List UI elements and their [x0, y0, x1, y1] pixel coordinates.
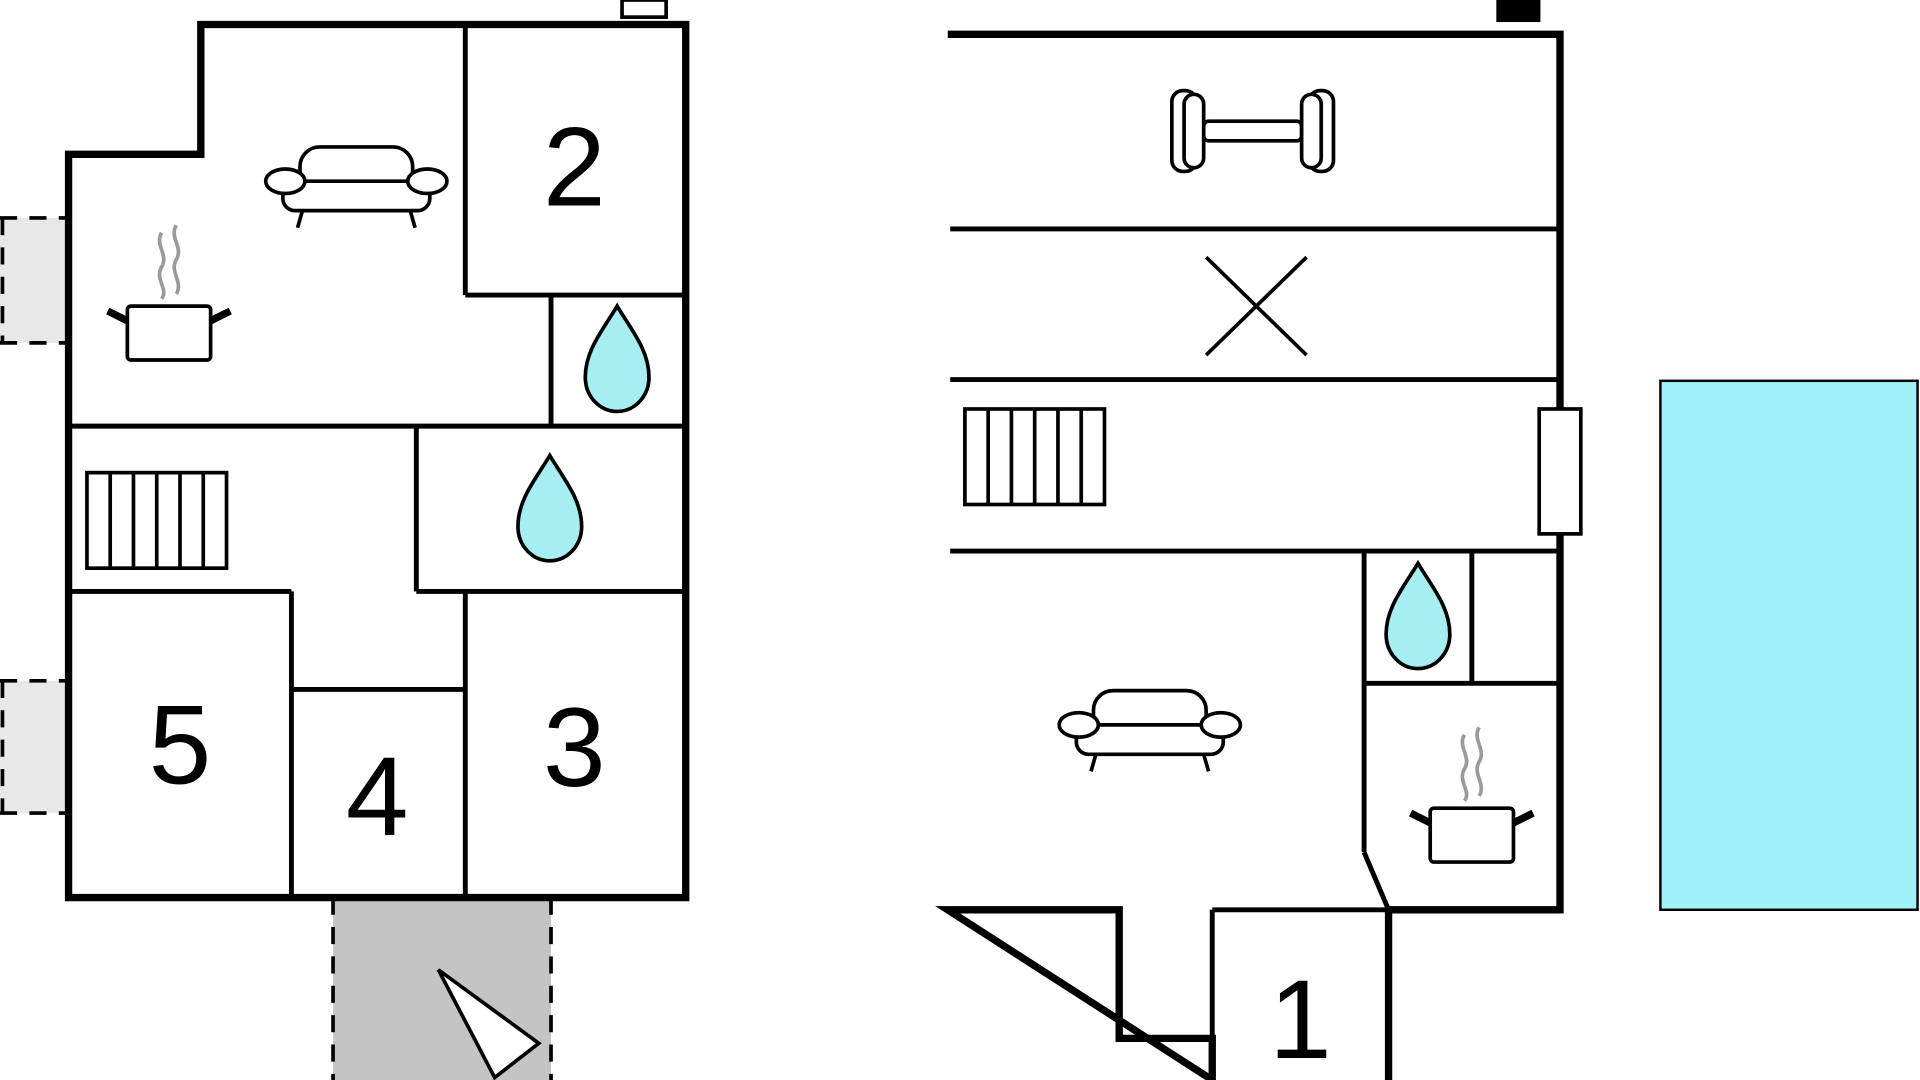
entrance-arrow-icon	[436, 968, 542, 1080]
room-number-3: 3	[543, 684, 606, 810]
chimney	[1496, 0, 1541, 23]
sofa-icon	[263, 145, 449, 230]
left-floor: 2 3 4 5	[0, 0, 690, 1080]
bathroom-water-drop-icon	[516, 453, 584, 563]
gym-dumbbell-icon	[1170, 88, 1336, 174]
interior-walls	[950, 226, 1558, 911]
storage-cross-icon	[1204, 255, 1308, 357]
pool-area	[1659, 379, 1919, 912]
room-number-4: 4	[346, 733, 409, 859]
right-floor: 1	[935, 0, 1919, 1080]
interior-walls	[71, 26, 684, 896]
entrance-area	[331, 897, 553, 1080]
window	[1537, 407, 1583, 536]
chimney	[620, 0, 668, 19]
kitchen-pot-icon	[1411, 725, 1533, 862]
terrace-lower	[0, 678, 69, 815]
outer-wall	[935, 30, 1564, 1080]
bathroom-water-drop-icon	[583, 304, 651, 414]
outer-wall	[64, 20, 690, 902]
kitchen-pot-icon	[108, 223, 230, 360]
terrace-upper	[0, 216, 69, 345]
room-number-5: 5	[149, 681, 212, 807]
stairs-icon	[963, 407, 1107, 507]
bathroom-water-drop-icon	[1384, 561, 1452, 671]
stairs-icon	[85, 470, 229, 571]
room-number-2: 2	[543, 104, 606, 230]
sofa-icon	[1057, 688, 1243, 774]
room-number-1: 1	[1269, 956, 1332, 1080]
